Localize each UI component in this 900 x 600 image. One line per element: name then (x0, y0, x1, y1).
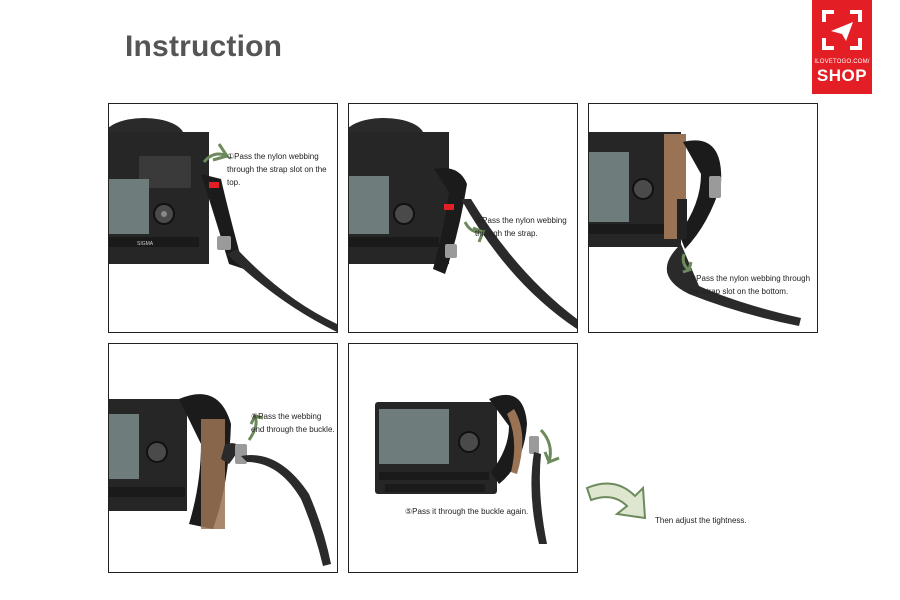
brand-mark-icon (822, 10, 862, 50)
step-4-caption: ④Pass the webbing end through the buckle… (251, 412, 335, 434)
step-3-caption: ③Pass the nylon webbing through the stra… (689, 274, 811, 296)
step-2-panel: ②Pass the nylon webbing through the stra… (348, 103, 578, 333)
camera-brand-label: SIGMA (137, 241, 154, 247)
step-5-panel: ⑤Pass it through the buckle again. (348, 343, 578, 573)
step-1-illustration: SIGMA (109, 118, 337, 332)
step-3-panel: ③Pass the nylon webbing through the stra… (588, 103, 818, 333)
step-2-illustration (349, 118, 577, 329)
step-1-panel: SIGMA ①Pass the nylon webbing through th… (108, 103, 338, 333)
shop-logo[interactable]: ILOVETOGO.COM/ SHOP (812, 0, 872, 94)
curved-arrow-icon (585, 482, 647, 520)
step-4-illustration (109, 394, 331, 566)
step-4-panel: ④Pass the webbing end through the buckle… (108, 343, 338, 573)
logo-shop-text: SHOP (816, 66, 868, 85)
step-1-caption: ①Pass the nylon webbing through the stra… (227, 152, 327, 187)
page-title: Instruction (125, 30, 283, 63)
step-2-caption: ②Pass the nylon webbing through the stra… (475, 216, 567, 238)
final-instruction: Then adjust the tightness. (655, 516, 747, 525)
step-5-caption: ⑤Pass it through the buckle again. (405, 507, 529, 516)
step-3-illustration (589, 132, 801, 326)
step-5-illustration (375, 394, 560, 544)
logo-url: ILOVETOGO.COM/ (814, 59, 870, 65)
